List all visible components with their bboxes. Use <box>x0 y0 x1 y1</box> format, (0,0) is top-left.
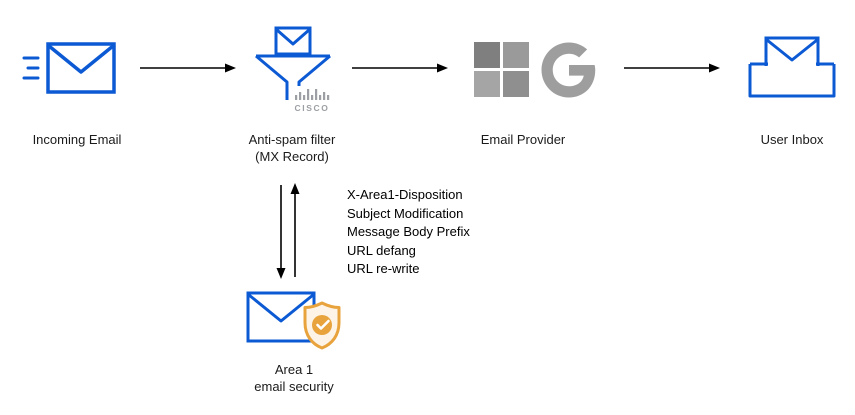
antispam-filter-label-line1: Anti-spam filter <box>248 132 336 147</box>
email-provider-label: Email Provider <box>480 132 566 147</box>
envelope-speed-icon <box>22 42 116 94</box>
inbox-envelope-icon <box>748 36 836 98</box>
annotation-line: Subject Modification <box>347 205 464 221</box>
incoming-email-icon <box>22 32 122 104</box>
annotation-line: URL re-write <box>347 261 420 276</box>
user-inbox-label: User Inbox <box>760 132 824 147</box>
funnel-envelope-icon: CISCO <box>255 26 334 114</box>
flow-arrow-1 <box>140 61 236 75</box>
google-g-icon <box>541 42 596 98</box>
annotation-line: X-Area1-Disposition <box>347 187 463 202</box>
right-arrow-icon <box>140 63 236 73</box>
disposition-annotations: X-Area1-Disposition Subject Modification… <box>347 186 577 279</box>
antispam-filter-icon: CISCO <box>250 26 338 116</box>
antispam-filter-label: Anti-spam filter (MX Record) <box>214 131 370 165</box>
microsoft-logo-icon <box>474 42 529 97</box>
annotation-line: URL defang <box>347 242 416 258</box>
up-down-arrows-icon <box>276 183 300 279</box>
right-arrow-icon <box>624 63 720 73</box>
antispam-filter-label-line2: (MX Record) <box>255 149 329 164</box>
annotation-line: Message Body Prefix <box>347 224 470 239</box>
incoming-email-label: Incoming Email <box>32 132 122 147</box>
area1-security-icon <box>244 283 344 361</box>
cisco-logo: CISCO <box>290 86 334 114</box>
flow-arrow-2 <box>352 61 448 75</box>
bidirectional-arrows <box>272 183 304 279</box>
area1-label-line2: email security <box>254 379 334 394</box>
google-logo-icon <box>539 40 599 100</box>
flow-arrow-3 <box>624 61 720 75</box>
right-arrow-icon <box>352 63 448 73</box>
user-inbox-icon <box>744 34 840 102</box>
envelope-shield-icon <box>246 291 341 350</box>
area1-label: Area 1 email security <box>224 361 364 395</box>
microsoft-squares-icon <box>474 42 529 97</box>
cisco-wordmark: CISCO <box>295 103 330 113</box>
area1-label-line1: Area 1 <box>274 362 314 377</box>
